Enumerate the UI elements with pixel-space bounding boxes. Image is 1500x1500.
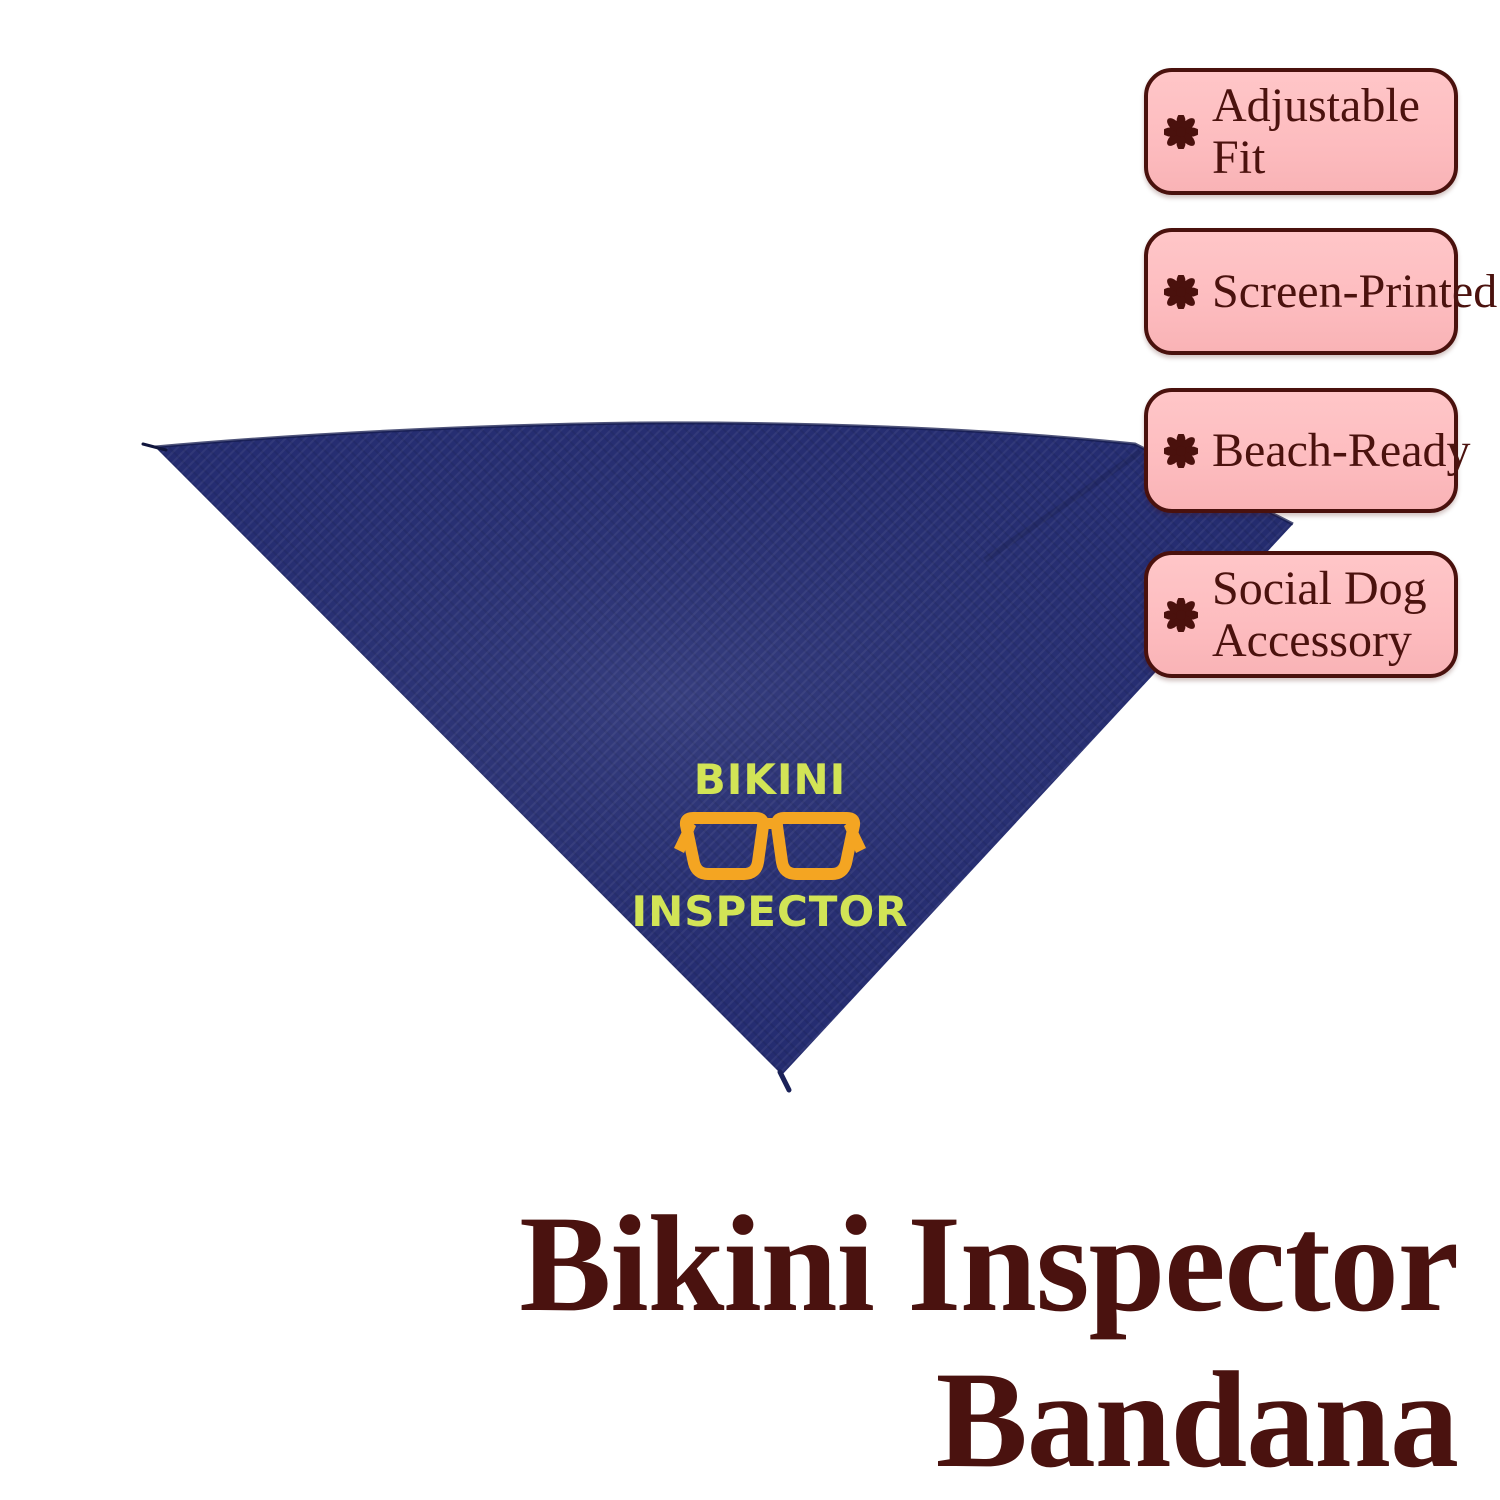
feature-badge-label: Social Dog Accessory: [1212, 561, 1427, 667]
feature-badge-label: Beach-Ready: [1212, 423, 1471, 477]
flower-asterisk-icon: [1164, 114, 1198, 149]
product-title: Bikini Inspector Bandana: [519, 1186, 1459, 1498]
sunglasses-icon: [668, 808, 872, 888]
print-text-bottom: INSPECTOR: [631, 887, 909, 936]
flower-asterisk-icon: [1164, 433, 1198, 468]
feature-badge-label: Adjustable Fit: [1212, 78, 1420, 184]
bandana-print: BIKINI INSPECTOR: [618, 758, 922, 934]
feature-badge-social-dog-accessory: Social Dog Accessory: [1144, 551, 1458, 678]
product-title-line1: Bikini Inspector: [519, 1187, 1459, 1340]
feature-badge-adjustable-fit: Adjustable Fit: [1144, 68, 1458, 195]
product-title-line2: Bandana: [935, 1343, 1459, 1496]
print-text-top: BIKINI: [693, 755, 847, 804]
feature-badge-screen-printed: Screen-Printed: [1144, 228, 1497, 355]
feature-badge-label: Screen-Printed: [1212, 264, 1498, 318]
feature-badge-beach-ready: Beach-Ready: [1144, 388, 1471, 513]
flower-asterisk-icon: [1164, 597, 1198, 632]
flower-asterisk-icon: [1164, 274, 1198, 309]
